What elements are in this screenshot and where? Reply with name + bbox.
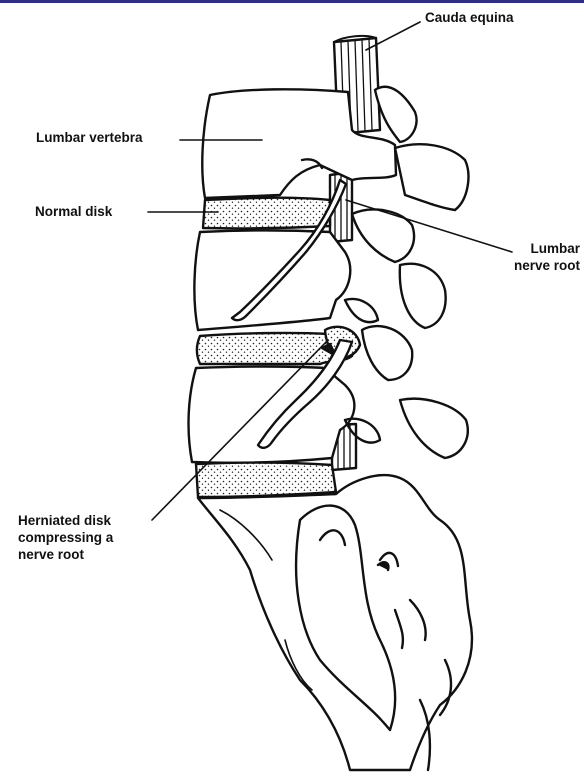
label-cauda-equina: Cauda equina [425,9,514,26]
leader-line-cauda-equina [366,22,420,50]
label-lumbar-nerve-root: Lumbar nerve root [514,240,580,274]
label-herniated-disk: Herniated disk compressing a nerve root [18,512,113,563]
sacrum [198,475,472,770]
lumbosacral-disk [196,463,336,497]
label-normal-disk: Normal disk [35,203,112,220]
label-lumbar-vertebra: Lumbar vertebra [36,129,143,146]
normal-disk [203,198,330,229]
